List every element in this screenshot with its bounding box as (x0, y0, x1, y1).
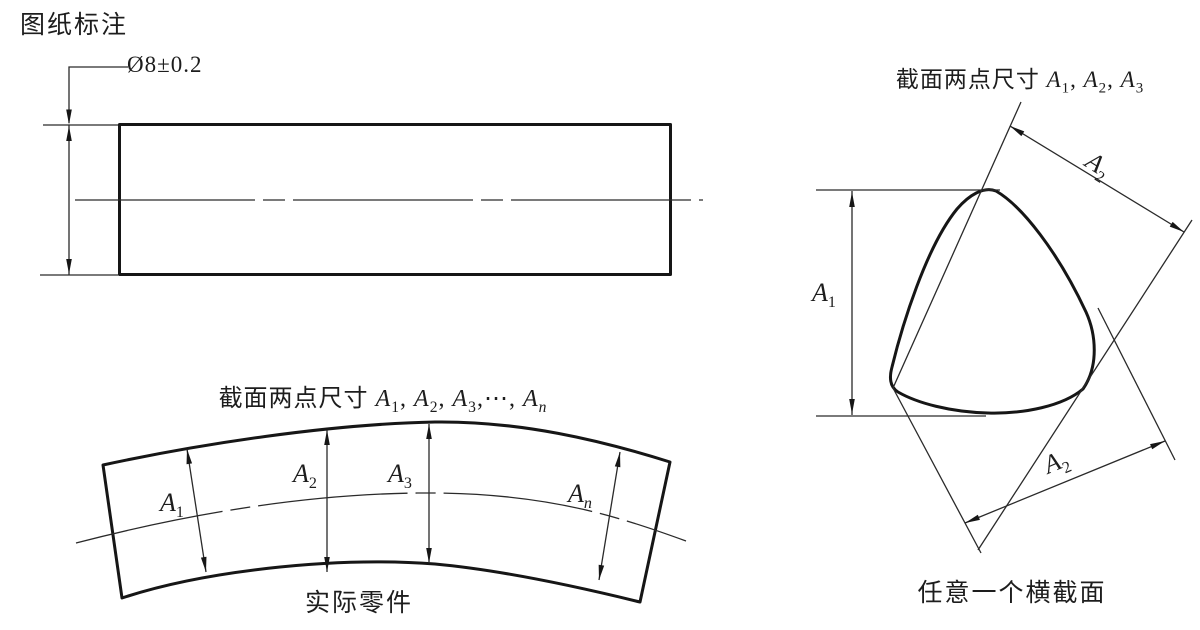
dimension-line-an (598, 451, 621, 581)
diameter-callout: Ø8±0.2 (127, 52, 203, 77)
dim-label-a3: A3 (388, 459, 412, 493)
part-centerline (75, 492, 687, 544)
tangent-line-lower-left (892, 387, 982, 554)
dimension-arrowhead-icon (200, 556, 209, 573)
dimension-arrowhead-icon (426, 424, 432, 439)
dimension-arrowhead-icon (849, 399, 855, 414)
dimension-arrowhead-icon (324, 430, 330, 445)
dimension-line-a1 (186, 448, 207, 573)
cross-section-caption: 任意一个横截面 (917, 580, 1107, 607)
dimension-line-a2-lower (964, 440, 1166, 524)
dim-label-a1-section: A1 (812, 278, 836, 312)
dimension-arrowhead-icon (614, 451, 623, 468)
dimension-arrowhead-icon (849, 192, 855, 207)
cross-section-figure (816, 101, 1193, 554)
dimension-arrowhead-icon (66, 259, 72, 274)
dimension-arrowhead-icon (963, 514, 980, 526)
tangent-line-right (977, 219, 1193, 551)
dimension-arrowhead-icon (596, 564, 605, 581)
dimension-arrowhead-icon (1169, 221, 1186, 235)
dimension-arrowhead-icon (426, 548, 432, 563)
leader-line (68, 66, 128, 123)
cross-section-title: 截面两点尺寸 A1, A2, A3 (895, 67, 1145, 97)
dim-label-a1: A1 (160, 488, 184, 522)
actual-part-title: 截面两点尺寸 A1, A2, A3,⋯, An (218, 386, 548, 416)
dimension-arrowhead-icon (1150, 438, 1167, 450)
figure-heading: 图纸标注 (20, 12, 129, 39)
dimension-arrowhead-icon (184, 448, 193, 465)
dimension-line-a2-upper (1009, 125, 1185, 233)
tangent-line-lower-right (1097, 307, 1176, 461)
dim-label-an: An (568, 479, 592, 513)
bent-part-outline (101, 420, 672, 604)
tangent-line-upper-left (892, 101, 1022, 389)
leader-arrowhead-icon (66, 109, 72, 125)
cross-section-outline (888, 188, 1096, 415)
drawing-annotation-figure (40, 66, 703, 276)
actual-part-caption: 实际零件 (304, 590, 413, 617)
dimension-arrowhead-icon (66, 126, 72, 141)
actual-part-figure (75, 420, 687, 604)
dim-label-a2: A2 (293, 459, 317, 493)
